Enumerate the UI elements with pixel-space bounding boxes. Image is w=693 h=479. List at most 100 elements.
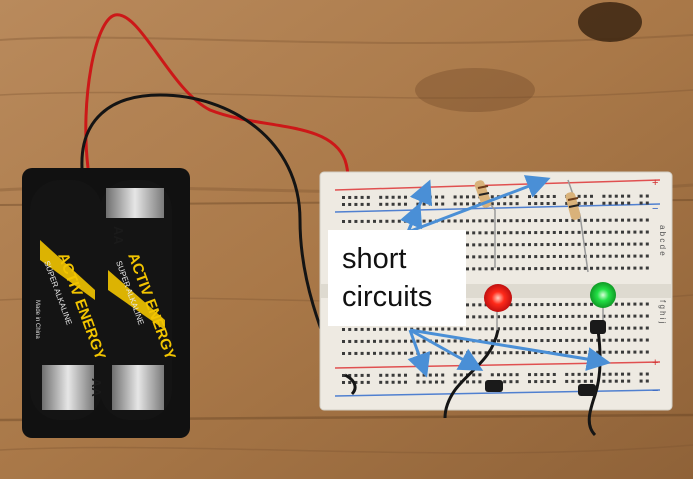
breadboard-hole [633,326,637,330]
breadboard-hole [503,373,507,377]
breadboard-hole [639,201,643,205]
breadboard-hole [416,195,420,199]
breadboard-hole [472,380,476,384]
breadboard-hole [602,372,606,376]
jumper-wire [590,320,606,334]
breadboard-hole [546,202,550,206]
breadboard-hole [385,219,389,223]
breadboard-hole [366,202,370,206]
breadboard-hole [528,202,531,206]
breadboard-hole [410,351,414,355]
breadboard-hole [559,254,562,258]
breadboard-hole [422,339,426,343]
breadboard-hole [571,302,575,306]
breadboard-hole [435,351,438,355]
breadboard-hole [484,351,488,355]
breadboard-hole [583,379,587,383]
breadboard-hole [366,380,370,384]
breadboard-hole [577,218,581,222]
breadboard-hole [639,350,643,354]
breadboard-hole [565,302,569,306]
breadboard-hole [621,379,624,383]
breadboard-hole [509,380,513,384]
breadboard-hole [385,339,389,343]
breadboard-hole [590,372,593,376]
breadboard-hole [528,195,531,199]
breadboard-hole [540,255,544,259]
breadboard-hole [422,327,426,331]
breadboard-hole [348,373,352,377]
breadboard-hole [490,267,494,271]
breadboard-hole [633,338,637,342]
breadboard-hole [540,195,544,199]
breadboard-hole [497,327,500,331]
rail-minus-label: − [652,203,658,215]
breadboard-hole [645,379,649,383]
breadboard-hole [515,315,519,319]
breadboard-hole [515,351,519,355]
breadboard-hole [503,351,507,355]
breadboard-hole [373,327,376,331]
breadboard-hole [633,254,637,258]
breadboard-hole [478,255,482,259]
breadboard-hole [621,254,624,258]
breadboard-hole [459,373,463,377]
breadboard-hole [552,218,556,222]
arrow-bottom-mid [409,328,484,371]
breadboard-hole [521,351,525,355]
breadboard-hole [577,302,581,306]
breadboard-hole [497,339,500,343]
breadboard-hole [602,350,606,354]
breadboard-hole [466,267,469,271]
breadboard-hole [534,243,538,247]
breadboard-hole [342,352,345,355]
breadboard-hole [515,303,519,307]
breadboard-hole [534,303,538,307]
breadboard-hole [528,339,531,343]
breadboard-hole [552,242,556,246]
breadboard-hole [608,201,612,205]
breadboard-hole [348,219,352,223]
breadboard-hole [621,230,624,234]
breadboard-hole [540,373,544,377]
breadboard-hole [583,302,587,306]
breadboard-hole [565,372,569,376]
breadboard-hole [385,202,389,206]
breadboard-hole [621,201,624,205]
breadboard-hole [571,266,575,270]
breadboard-hole [590,194,593,198]
breadboard-hole [602,242,606,246]
breadboard-hole [645,314,649,318]
breadboard-hole [397,219,401,223]
breadboard-hole [639,254,643,258]
breadboard-hole [478,327,482,331]
breadboard-hole [490,327,494,331]
breadboard-hole [565,379,569,383]
breadboard-hole [441,380,445,384]
breadboard-hole [571,379,575,383]
breadboard-hole [639,242,643,246]
breadboard-hole [614,254,618,258]
breadboard-hole [577,314,581,318]
breadboard-hole [534,327,538,331]
breadboard-hole [552,254,556,258]
breadboard-hole [565,314,569,318]
breadboard-hole [608,379,612,383]
breadboard-hole [397,380,401,384]
breadboard-hole [379,219,383,223]
breadboard-hole [627,230,631,234]
jumper-wire [443,329,500,419]
breadboard-hole [422,219,426,223]
breadboard-hole [608,314,612,318]
row-labels-top: a b c d e [658,225,667,256]
breadboard-hole [366,351,370,355]
rail-minus-label: − [652,385,658,397]
breadboard-hole [614,379,618,383]
breadboard-hole [559,218,562,222]
breadboard-hole [590,266,593,270]
breadboard-hole [645,242,649,246]
breadboard-hole [602,218,606,222]
breadboard-hole [515,339,519,343]
breadboard-hole [583,201,587,205]
breadboard-hole [404,373,407,377]
